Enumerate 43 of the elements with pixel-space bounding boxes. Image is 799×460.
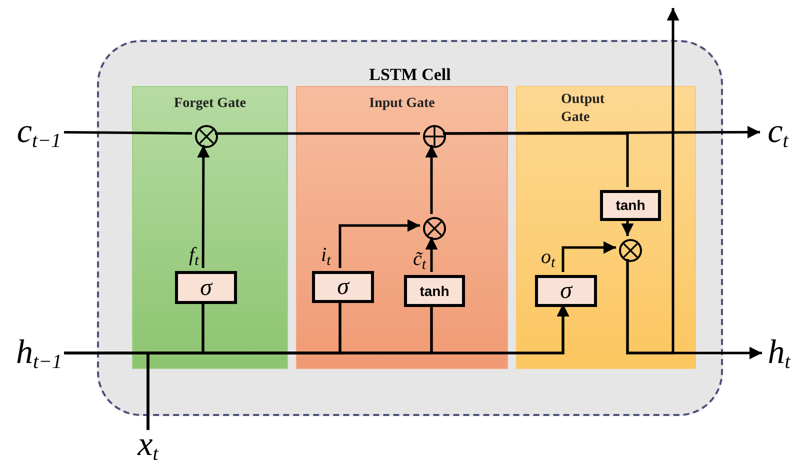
gate-panel (516, 86, 696, 369)
gate-title: Output Gate (561, 91, 606, 127)
activation-function: σ (200, 276, 212, 300)
gate-activation-label: i$_{t}$ (321, 244, 331, 266)
arrow (338, 219, 420, 268)
multiplication-operator (195, 125, 218, 148)
multiplication-operator (423, 217, 446, 240)
gate-panel (132, 86, 288, 369)
arrow (443, 126, 760, 138)
gate-title: Input Gate (368, 95, 436, 113)
arrow (425, 145, 438, 214)
arrow (621, 218, 634, 236)
gate-activation-label: c̃$_{t}$ (413, 248, 426, 270)
arrow (626, 8, 680, 354)
arrow (146, 304, 570, 430)
gate-title: Forget Gate (173, 95, 247, 113)
gate-activation-label: f$_{t}$ (189, 244, 199, 266)
gate-panel (296, 86, 508, 369)
variable-label: h$_{t}$ (768, 336, 790, 370)
gate-activation-label: o$_{t}$ (541, 246, 556, 268)
arrow (562, 241, 616, 272)
arrow (425, 237, 438, 272)
connector-line (443, 132, 629, 187)
variable-label: c$_{t−1}$ (16, 115, 62, 149)
activation-box (535, 275, 597, 307)
arrow (197, 145, 210, 268)
activation-function: tanh (616, 196, 646, 215)
activation-function: σ (337, 275, 349, 299)
multiplication-operator (619, 239, 642, 262)
activation-box (312, 271, 374, 303)
activation-box (600, 190, 661, 221)
connector-line (64, 130, 192, 135)
activation-function: tanh (420, 282, 450, 300)
cell-container (97, 40, 723, 416)
variable-label: h$_{t−1}$ (16, 336, 62, 370)
cell-title: LSTM Cell (368, 64, 452, 86)
activation-function: σ (560, 279, 572, 303)
connector-line (215, 132, 420, 135)
activation-box (175, 271, 237, 304)
activation-box (404, 275, 465, 307)
variable-label: x$_{t}$ (138, 428, 158, 460)
variable-label: c$_{t}$ (768, 115, 788, 149)
addition-operator (423, 125, 446, 148)
